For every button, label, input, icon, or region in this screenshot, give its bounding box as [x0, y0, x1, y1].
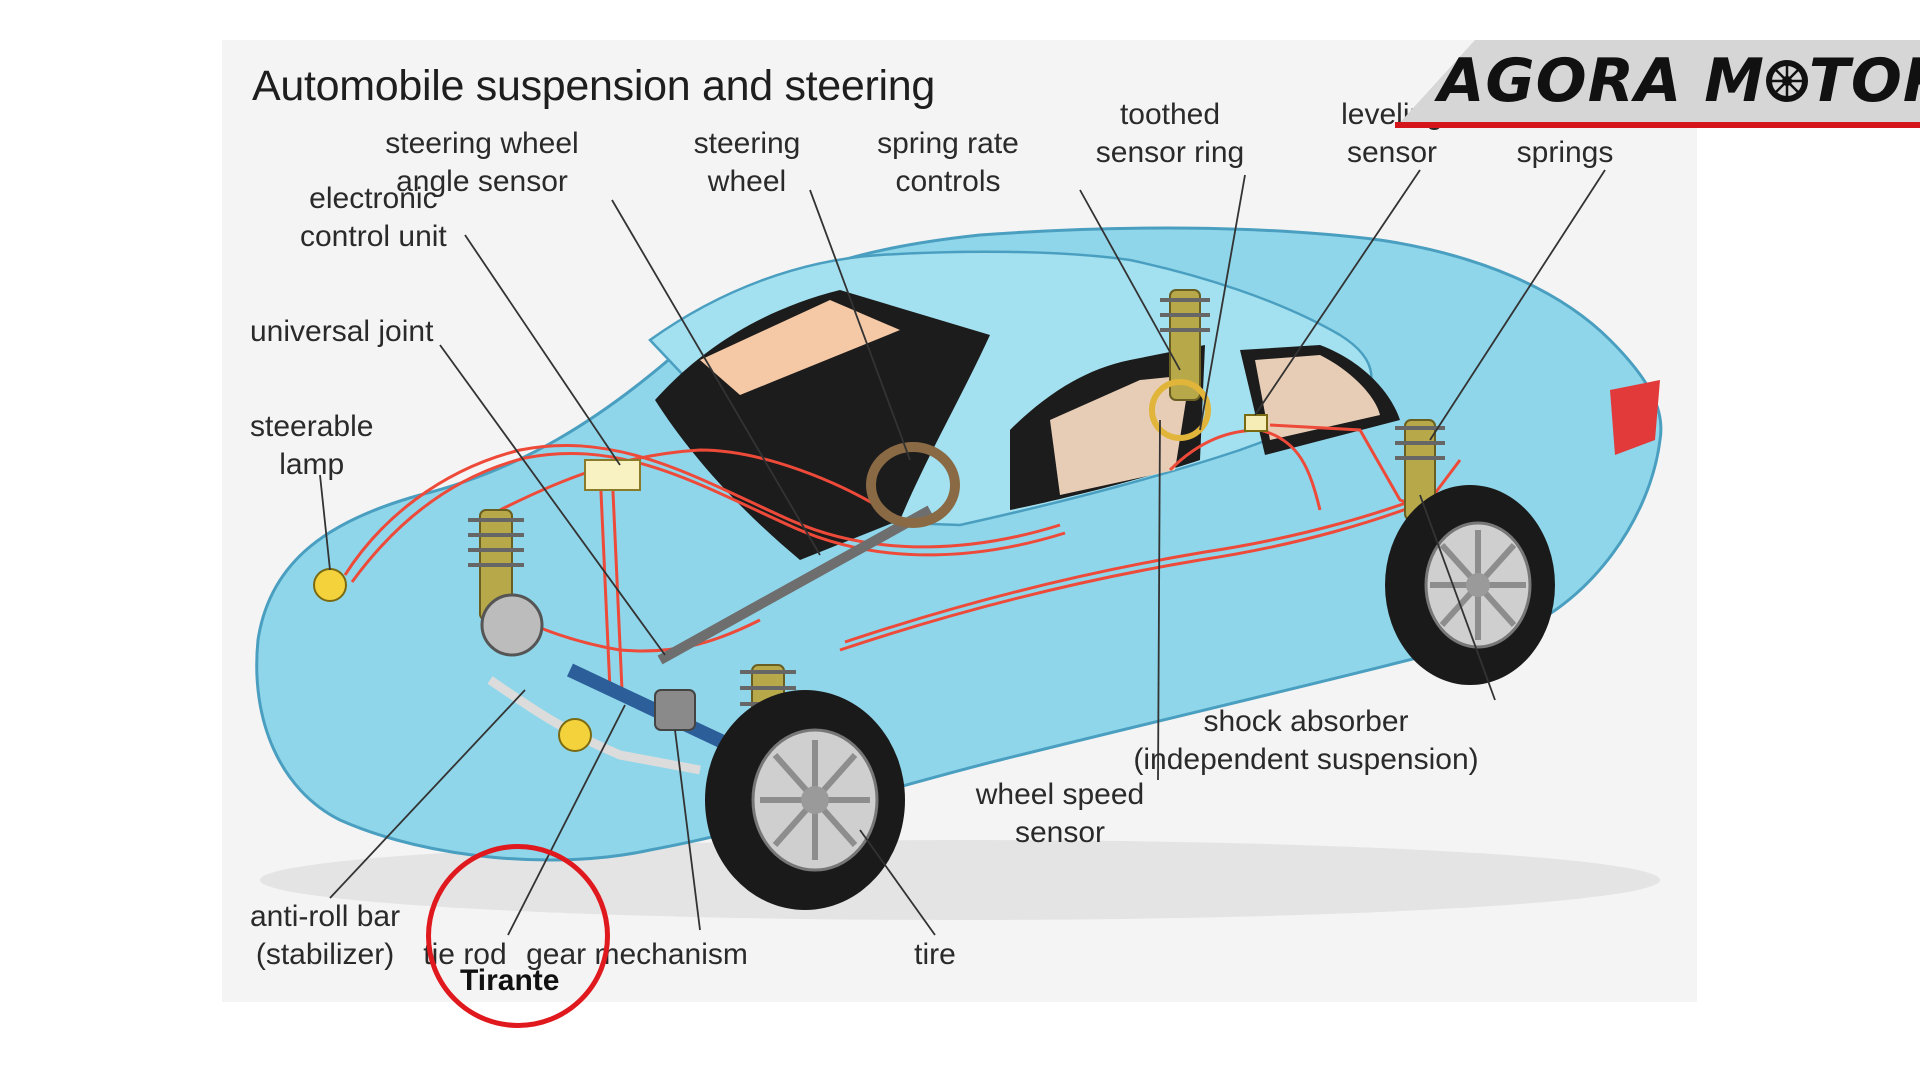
leveling-sensor-box [1244, 414, 1268, 432]
brand-underline [1395, 122, 1920, 128]
callout-lines [319, 169, 1606, 936]
label-steerable-lamp: steerable lamp [250, 410, 374, 481]
label-toothed-sensor-ring: toothed sensor ring [1095, 98, 1245, 169]
gear-housing [654, 689, 696, 731]
diagram-title: Automobile suspension and steering [252, 62, 936, 110]
windshield-reflection [700, 300, 900, 395]
rear-wheel [1385, 485, 1555, 685]
front-left-strut [468, 509, 544, 657]
highlight-circle [426, 844, 610, 1028]
label-steering-wheel-angle-sensor: steering wheel angle sensor [385, 127, 579, 198]
label-electronic-control-unit: electronic control unit [300, 182, 447, 253]
label-universal-joint: universal joint [250, 315, 434, 348]
anti-roll-bar-graphic [487, 676, 701, 775]
brand-name-part2: TOR [1808, 46, 1920, 116]
steerable-lamp-graphic [313, 568, 347, 602]
label-steering-wheel: steering wheel [693, 127, 801, 198]
front-lamp-graphic [558, 718, 592, 752]
steering-column [657, 505, 933, 665]
steering-wheel-graphic [866, 442, 960, 528]
ecu-box [584, 459, 641, 491]
brand-name-part1: AGORA M [1438, 46, 1765, 116]
tail-light [1610, 380, 1660, 455]
label-shock-absorber: shock absorber (independent suspension) [1133, 705, 1479, 776]
car-shadow [260, 840, 1660, 920]
label-anti-roll-bar: anti-roll bar (stabilizer) [250, 900, 401, 971]
label-spring-rate-controls: spring rate controls [877, 127, 1019, 198]
rear-left-strut [1149, 289, 1211, 441]
rear-window-reflection [1255, 355, 1380, 440]
label-tire: tire [914, 938, 956, 971]
label-wheel-speed-sensor: wheel speed sensor [975, 778, 1145, 849]
wheel-icon [1765, 60, 1808, 102]
brand-logo: AGORA M TOR [1438, 46, 1920, 116]
front-wheel [705, 690, 905, 910]
